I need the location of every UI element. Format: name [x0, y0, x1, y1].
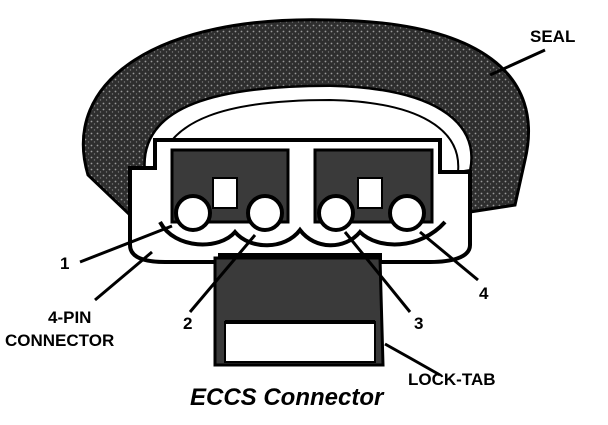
seal-inner-lip: [143, 84, 473, 174]
pin-base-wave: [158, 220, 447, 248]
diagram-caption: ECCS Connector: [190, 384, 384, 411]
label-pin-4: 4: [479, 284, 489, 303]
pin-2: [246, 194, 284, 232]
lock-tab-face: [224, 321, 376, 363]
label-connector-line-1: 4-PIN: [48, 308, 92, 327]
label-connector-line-2: CONNECTOR: [5, 331, 115, 350]
leader-seal: [489, 48, 546, 77]
key-slot-left: [212, 177, 238, 209]
key-slot-right: [357, 177, 383, 209]
label-pin-2: 2: [183, 314, 193, 333]
leader-pin-2: [188, 234, 257, 313]
label-seal: SEAL: [530, 27, 576, 46]
leader-pin-1: [79, 224, 173, 264]
pin-1: [174, 194, 212, 232]
pin-4: [388, 194, 426, 232]
label-pin-3: 3: [414, 314, 424, 333]
leader-connector: [94, 250, 153, 302]
pin-3: [317, 194, 355, 232]
label-lock-tab: LOCK-TAB: [408, 370, 496, 389]
leader-lock-tab: [384, 342, 441, 377]
leader-pin-4: [419, 230, 479, 282]
label-pin-1: 1: [60, 254, 70, 273]
leader-pin-3: [343, 231, 412, 313]
